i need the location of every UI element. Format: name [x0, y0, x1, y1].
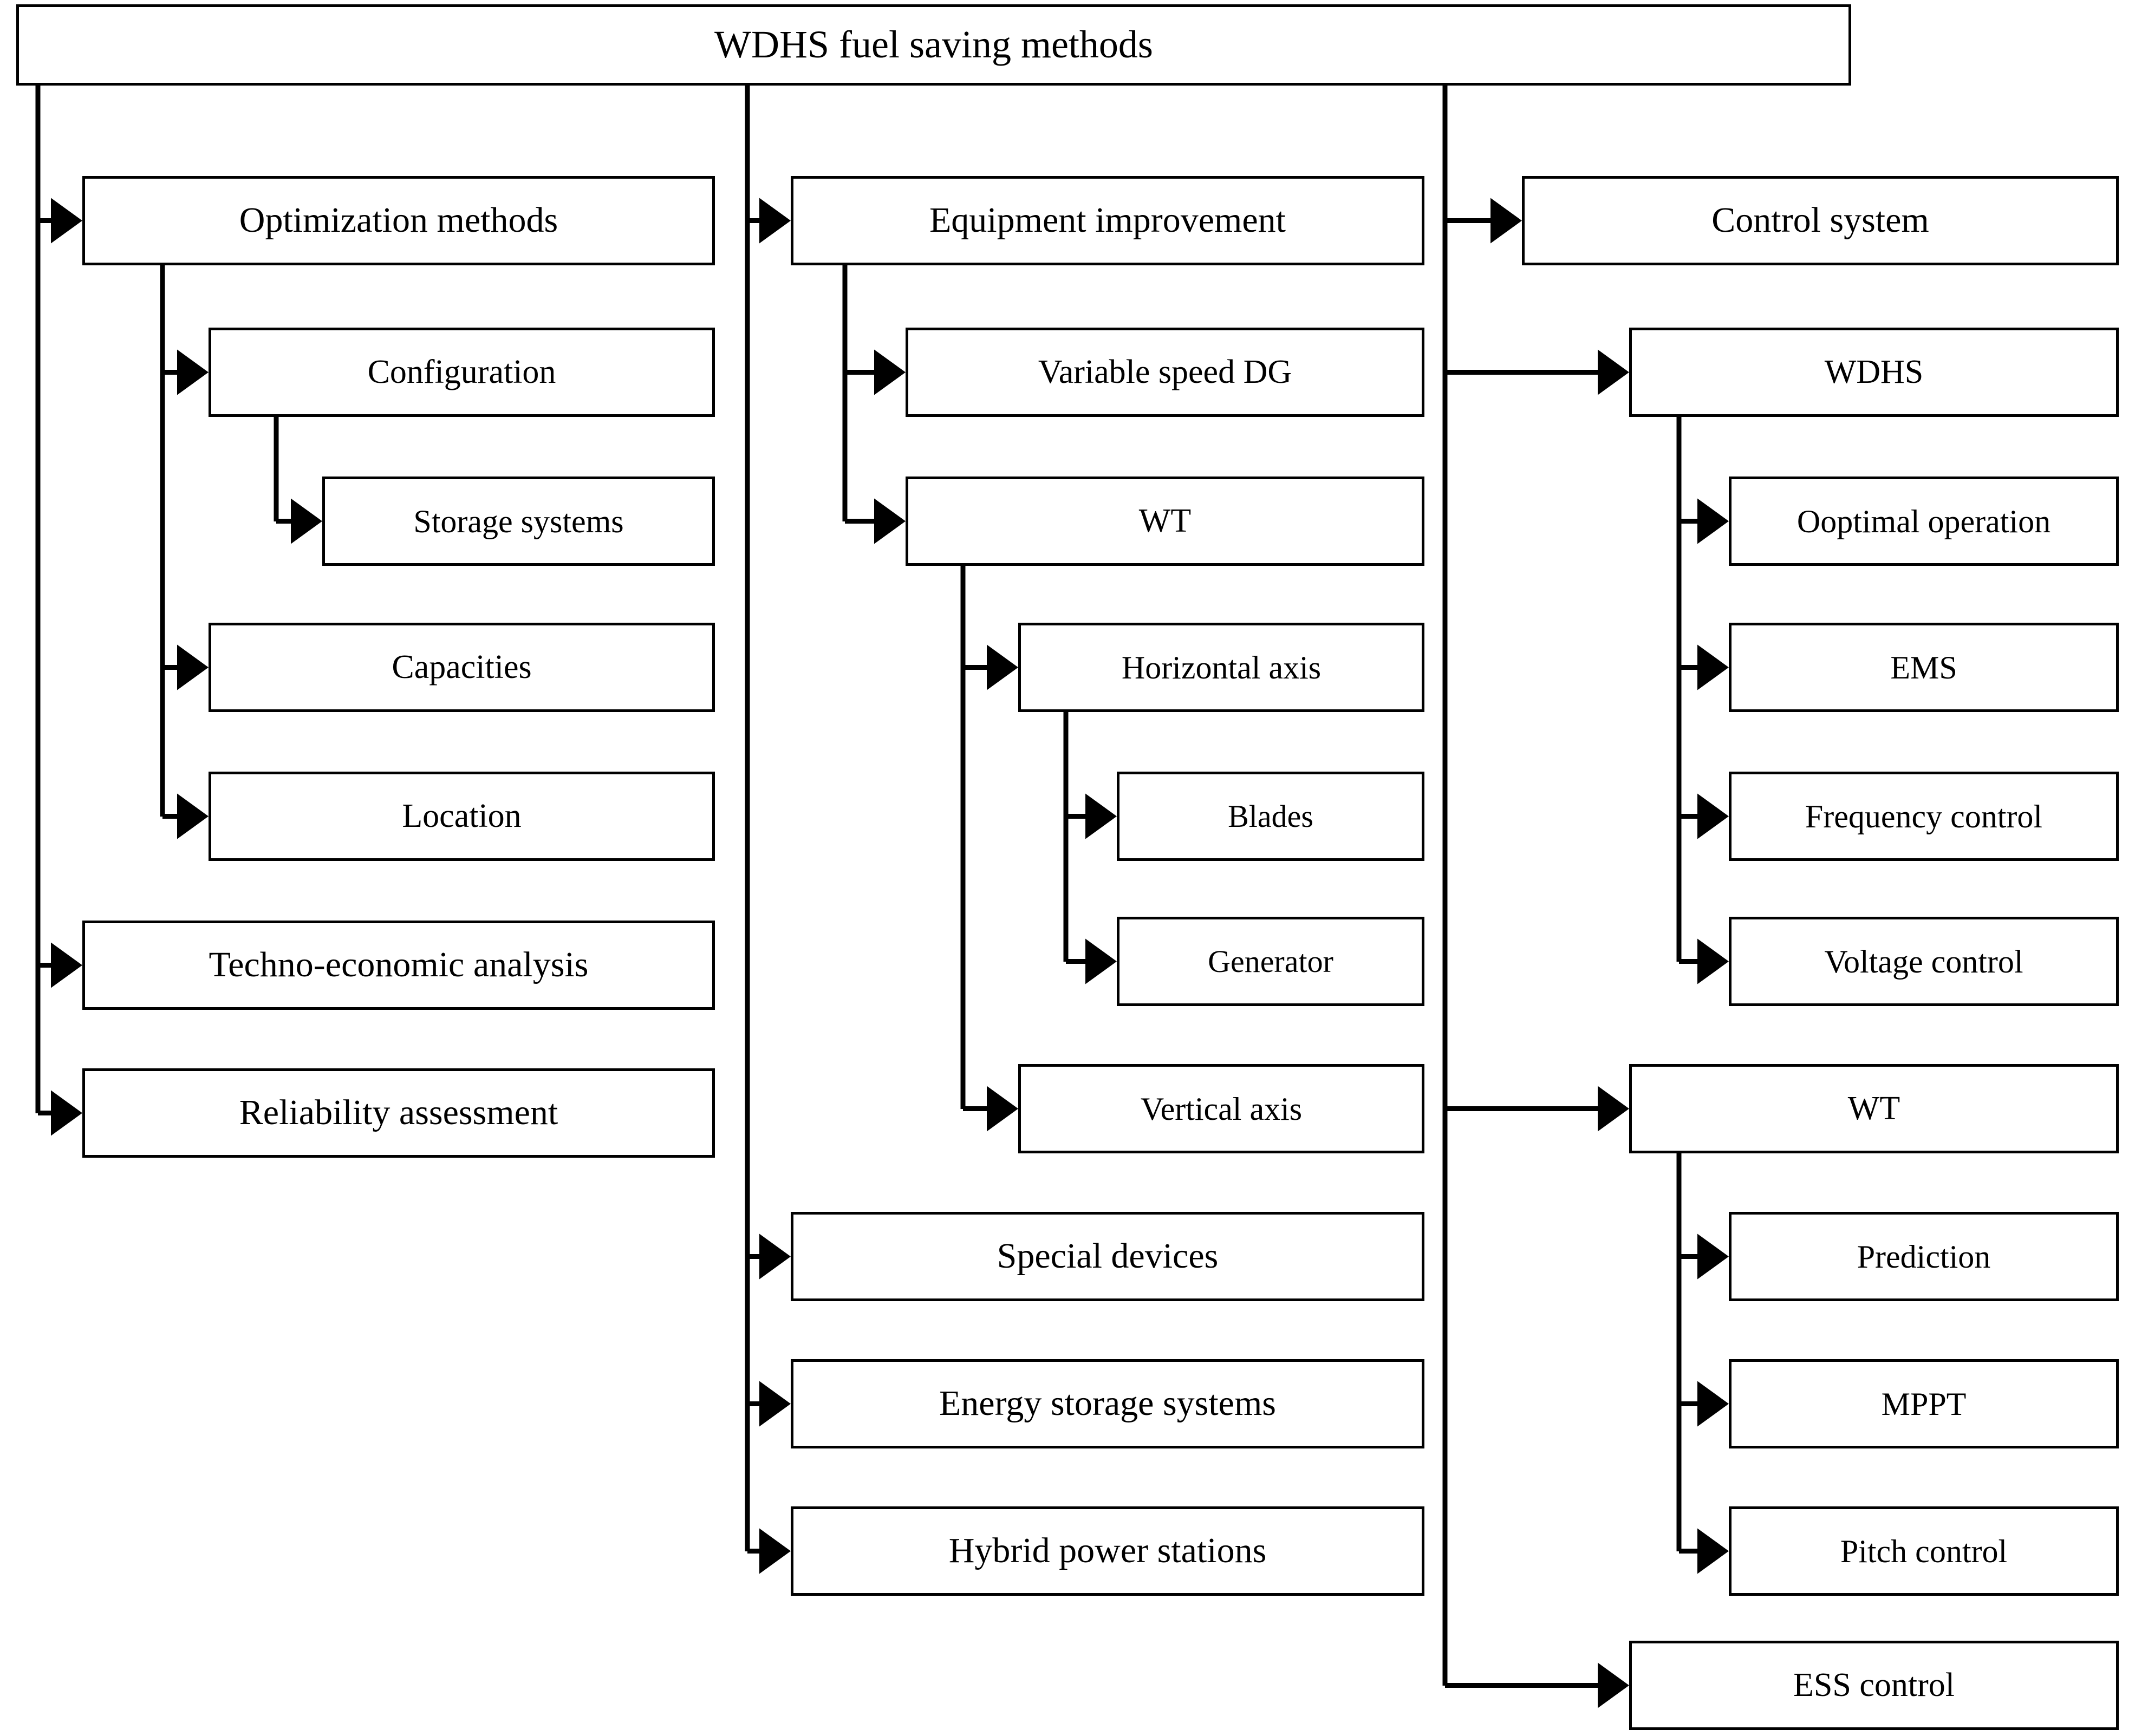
node-configuration[interactable]: Configuration: [209, 328, 715, 417]
node-label-prediction: Prediction: [1857, 1238, 1991, 1275]
node-label-wt-equipment: WT: [1138, 502, 1192, 540]
node-wdhs-control[interactable]: WDHS: [1629, 328, 2119, 417]
node-label-techno-economic: Techno-economic analysis: [209, 945, 589, 985]
node-prediction[interactable]: Prediction: [1729, 1212, 2119, 1301]
node-control-system[interactable]: Control system: [1522, 176, 2119, 265]
connector-generator-arrowhead: [1085, 938, 1117, 984]
connector-optimal-operation-arrowhead: [1697, 498, 1729, 544]
node-voltage-control[interactable]: Voltage control: [1729, 917, 2119, 1006]
node-label-pitch-control: Pitch control: [1840, 1533, 2008, 1569]
connector-storage-systems-arrowhead: [291, 498, 322, 544]
connector-techno-economic-arrowhead: [51, 942, 82, 988]
node-label-blades: Blades: [1228, 798, 1313, 834]
node-equipment-improvement[interactable]: Equipment improvement: [791, 176, 1424, 265]
connector-ems-arrowhead: [1697, 644, 1729, 690]
node-label-storage-systems: Storage systems: [413, 503, 624, 539]
node-root[interactable]: WDHS fuel saving methods: [16, 4, 1851, 86]
connector-special-devices-arrowhead: [759, 1234, 791, 1280]
connector-mppt-arrowhead: [1697, 1381, 1729, 1427]
node-label-variable-speed-dg: Variable speed DG: [1038, 354, 1292, 391]
connector-configuration-arrowhead: [177, 349, 209, 395]
connector-pitch-control-arrowhead: [1697, 1528, 1729, 1574]
connector-blades-arrowhead: [1085, 793, 1117, 839]
node-techno-economic[interactable]: Techno-economic analysis: [82, 921, 715, 1010]
node-label-special-devices: Special devices: [997, 1236, 1219, 1276]
node-hybrid-power[interactable]: Hybrid power stations: [791, 1506, 1424, 1596]
node-capacities[interactable]: Capacities: [209, 623, 715, 712]
node-optimization-methods[interactable]: Optimization methods: [82, 176, 715, 265]
node-storage-systems[interactable]: Storage systems: [322, 477, 715, 566]
connector-ess-control-arrowhead: [1598, 1662, 1629, 1708]
node-label-configuration: Configuration: [367, 354, 556, 391]
connector-control-system-arrowhead: [1490, 198, 1522, 244]
connector-variable-speed-dg-arrowhead: [874, 349, 906, 395]
node-label-energy-storage: Energy storage systems: [939, 1383, 1276, 1424]
connector-prediction-arrowhead: [1697, 1234, 1729, 1280]
connector-location-arrowhead: [177, 793, 209, 839]
node-label-horizontal-axis: Horizontal axis: [1121, 649, 1322, 686]
node-label-wt-control: WT: [1847, 1090, 1900, 1127]
node-optimal-operation[interactable]: Ooptimal operation: [1729, 477, 2119, 566]
node-blades[interactable]: Blades: [1117, 772, 1424, 861]
node-variable-speed-dg[interactable]: Variable speed DG: [906, 328, 1424, 417]
connector-wt-control-arrowhead: [1598, 1086, 1629, 1132]
node-label-optimal-operation: Ooptimal operation: [1796, 503, 2051, 539]
node-label-voltage-control: Voltage control: [1824, 943, 2023, 980]
node-label-root: WDHS fuel saving methods: [714, 23, 1153, 67]
node-label-control-system: Control system: [1711, 200, 1929, 240]
node-reliability[interactable]: Reliability assessment: [82, 1068, 715, 1158]
node-label-equipment-improvement: Equipment improvement: [929, 200, 1286, 240]
node-label-vertical-axis: Vertical axis: [1140, 1091, 1303, 1127]
node-label-ess-control: ESS control: [1793, 1667, 1955, 1704]
connector-frequency-control-arrowhead: [1697, 793, 1729, 839]
node-label-frequency-control: Frequency control: [1805, 798, 2043, 834]
connector-vertical-axis-arrowhead: [987, 1086, 1018, 1132]
node-label-mppt: MPPT: [1881, 1386, 1967, 1422]
connector-optimization-methods-arrowhead: [51, 198, 82, 244]
node-generator[interactable]: Generator: [1117, 917, 1424, 1006]
node-vertical-axis[interactable]: Vertical axis: [1018, 1064, 1424, 1153]
node-pitch-control[interactable]: Pitch control: [1729, 1506, 2119, 1596]
node-label-hybrid-power: Hybrid power stations: [948, 1531, 1267, 1571]
node-location[interactable]: Location: [209, 772, 715, 861]
connector-energy-storage-arrowhead: [759, 1381, 791, 1427]
node-label-optimization-methods: Optimization methods: [239, 200, 558, 240]
node-label-ems: EMS: [1890, 649, 1957, 686]
connector-voltage-control-arrowhead: [1697, 938, 1729, 984]
node-mppt[interactable]: MPPT: [1729, 1359, 2119, 1448]
connector-equipment-improvement-arrowhead: [759, 198, 791, 244]
node-wt-equipment[interactable]: WT: [906, 477, 1424, 566]
node-label-capacities: Capacities: [392, 649, 532, 686]
connector-horizontal-axis-arrowhead: [987, 644, 1018, 690]
node-ems[interactable]: EMS: [1729, 623, 2119, 712]
node-horizontal-axis[interactable]: Horizontal axis: [1018, 623, 1424, 712]
node-label-wdhs-control: WDHS: [1824, 354, 1924, 391]
connector-wdhs-control-arrowhead: [1598, 349, 1629, 395]
connector-hybrid-power-arrowhead: [759, 1528, 791, 1574]
node-ess-control[interactable]: ESS control: [1629, 1641, 2119, 1730]
node-frequency-control[interactable]: Frequency control: [1729, 772, 2119, 861]
connector-capacities-arrowhead: [177, 644, 209, 690]
node-energy-storage[interactable]: Energy storage systems: [791, 1359, 1424, 1448]
node-label-reliability: Reliability assessment: [239, 1093, 558, 1133]
node-label-generator: Generator: [1208, 943, 1333, 979]
node-label-location: Location: [402, 798, 522, 835]
node-wt-control[interactable]: WT: [1629, 1064, 2119, 1153]
connector-wt-equipment-arrowhead: [874, 498, 906, 544]
node-special-devices[interactable]: Special devices: [791, 1212, 1424, 1301]
connector-reliability-arrowhead: [51, 1090, 82, 1136]
